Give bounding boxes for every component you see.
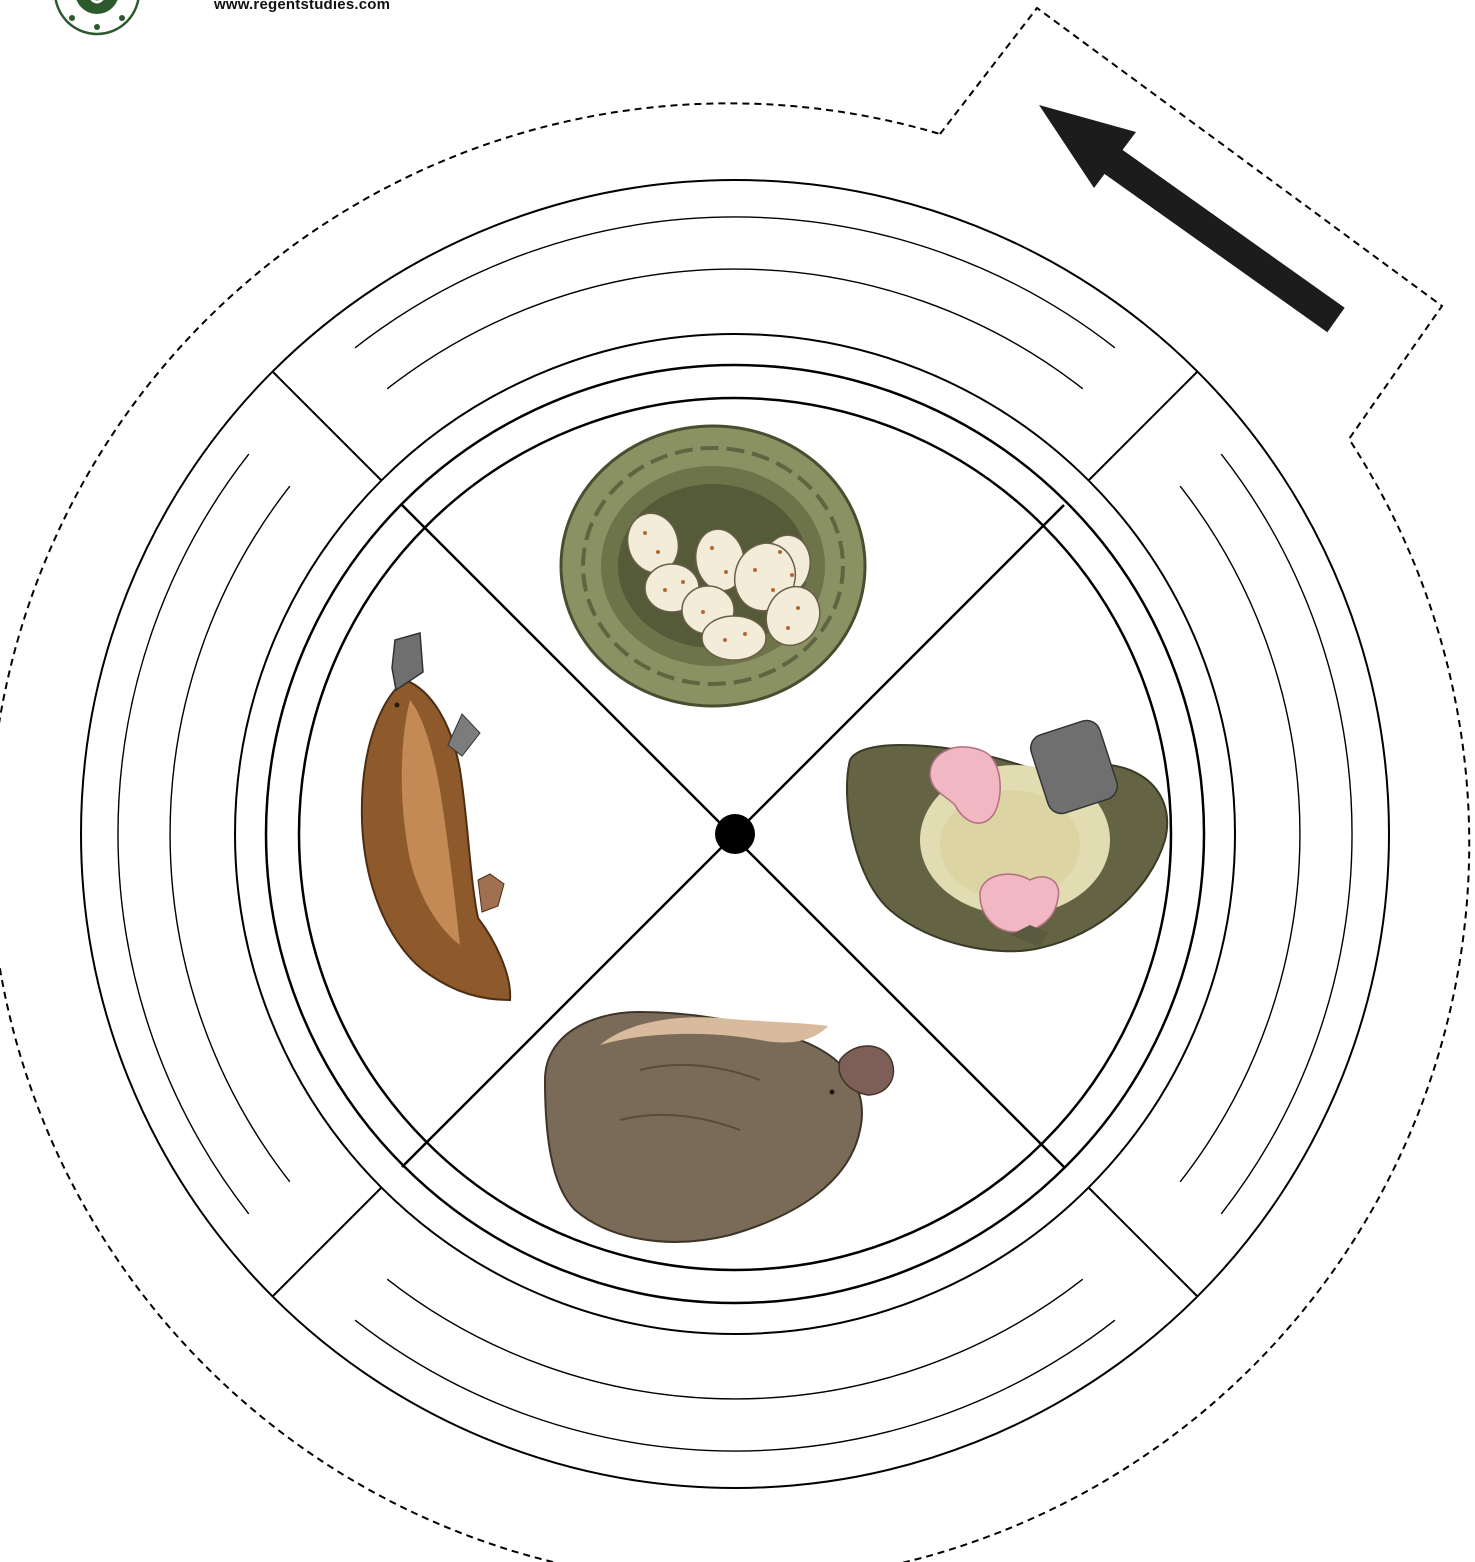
platypus-mother-with-young-icon	[847, 717, 1167, 951]
nest-with-eggs-icon	[561, 426, 865, 706]
regent-studies-badge-icon	[55, 0, 139, 34]
writing-line	[1180, 486, 1300, 1182]
curled-platypus-icon	[545, 1012, 893, 1242]
adult-platypus-icon	[362, 633, 510, 1000]
writing-line	[170, 486, 290, 1182]
center-pin	[715, 814, 755, 854]
writing-line	[387, 269, 1083, 389]
writing-line	[387, 1279, 1083, 1399]
arrow-up-left-icon	[1039, 105, 1336, 320]
